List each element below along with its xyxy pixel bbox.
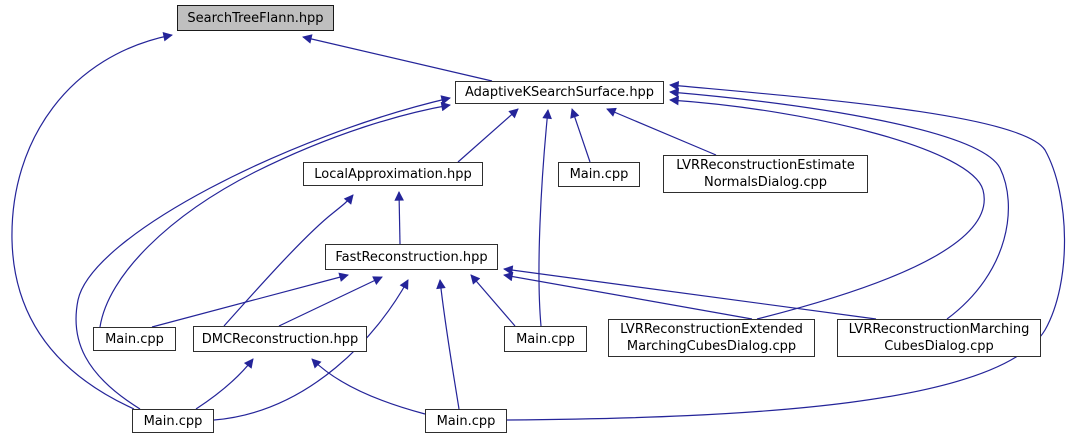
edge-main-mid-adaptiveksearchsurface (538, 109, 552, 327)
edge-main-mid-fastreconstruction (470, 274, 516, 327)
node-label: SearchTreeFlann.hpp (187, 10, 324, 26)
edge-localapproximation-adaptiveksearchsurface (457, 108, 519, 163)
node-main-cpp-bottom-left[interactable]: Main.cpp (132, 409, 214, 433)
node-label-line1: LVRReconstructionMarching (848, 322, 1030, 337)
node-label: LocalApproximation.hpp (314, 166, 472, 182)
edge-dmcreconstruction-localapproximation (223, 194, 354, 327)
node-adaptiveksearchsurface-hpp[interactable]: AdaptiveKSearchSurface.hpp (455, 81, 664, 104)
node-label: Main.cpp (436, 413, 496, 429)
node-main-cpp-bottom-mid[interactable]: Main.cpp (425, 409, 507, 433)
edge-main-bottom-mid-fastreconstruction (436, 279, 460, 410)
edge-main-top-adaptiveksearchsurface (570, 108, 591, 163)
edge-adaptiveksearchsurface-searchtreeflann (302, 34, 493, 82)
edge-lvr-extended-mc-adaptiveksearchsurface (669, 95, 985, 320)
edge-main-bottom-mid-adaptiveksearchsurface (506, 81, 1066, 421)
node-lvrreconstructionmarchingcubesdialog-cpp[interactable]: LVRReconstructionMarching CubesDialog.cp… (837, 319, 1041, 357)
edge-main-bottom-left-adaptiveksearchsurface (75, 95, 451, 410)
node-label-line2: MarchingCubesDialog.cpp (626, 339, 797, 354)
edge-main-mid-left-fastreconstruction (151, 272, 349, 328)
node-searchtreeflann-hpp[interactable]: SearchTreeFlann.hpp (177, 5, 334, 31)
node-main-cpp-mid-left[interactable]: Main.cpp (93, 327, 176, 351)
node-label-line2: CubesDialog.cpp (884, 339, 994, 354)
node-label-line1: LVRReconstructionExtended (620, 322, 803, 337)
node-main-cpp-top[interactable]: Main.cpp (558, 162, 640, 187)
node-label: Main.cpp (569, 167, 629, 182)
node-label: AdaptiveKSearchSurface.hpp (464, 85, 655, 100)
node-label: Main.cpp (143, 413, 203, 429)
edge-lvr-estimate-normals-adaptiveksearchsurface (606, 107, 717, 156)
edge-lvr-marching-cubes-adaptiveksearchsurface (669, 87, 1009, 320)
edge-fastreconstruction-localapproximation (394, 191, 404, 245)
edge-main-bottom-left-fastreconstruction (213, 279, 409, 421)
edge-main-bottom-mid-dmcreconstruction (311, 358, 426, 415)
node-dmcreconstruction-hpp[interactable]: DMCReconstruction.hpp (193, 326, 367, 352)
node-label: Main.cpp (516, 331, 575, 347)
edge-main-bottom-left-dmcreconstruction (195, 358, 254, 410)
edge-lvr-extended-mc-fastreconstruction (503, 271, 753, 320)
node-label: FastReconstruction.hpp (335, 249, 488, 265)
edge-main-mid-left-adaptiveksearchsurface (99, 101, 451, 328)
edge-lvr-marching-cubes-fastreconstruction (503, 265, 877, 320)
edge-dmcreconstruction-fastreconstruction (278, 276, 383, 327)
node-label: DMCReconstruction.hpp (201, 331, 359, 347)
node-label-line2: NormalsDialog.cpp (704, 175, 827, 190)
node-localapproximation-hpp[interactable]: LocalApproximation.hpp (303, 162, 483, 186)
node-fastreconstruction-hpp[interactable]: FastReconstruction.hpp (325, 244, 498, 270)
node-lvrreconstructionextendedmarchingcubesdialog-cpp[interactable]: LVRReconstructionExtended MarchingCubesD… (608, 319, 815, 357)
edge-main-bottom-left-searchtreeflann (11, 31, 173, 410)
node-label-line1: LVRReconstructionEstimate (676, 158, 855, 173)
node-label: Main.cpp (105, 331, 164, 347)
node-lvrreconstructionestimatenormalsdialog-cpp[interactable]: LVRReconstructionEstimate NormalsDialog.… (663, 155, 868, 193)
node-main-cpp-mid[interactable]: Main.cpp (504, 326, 587, 352)
